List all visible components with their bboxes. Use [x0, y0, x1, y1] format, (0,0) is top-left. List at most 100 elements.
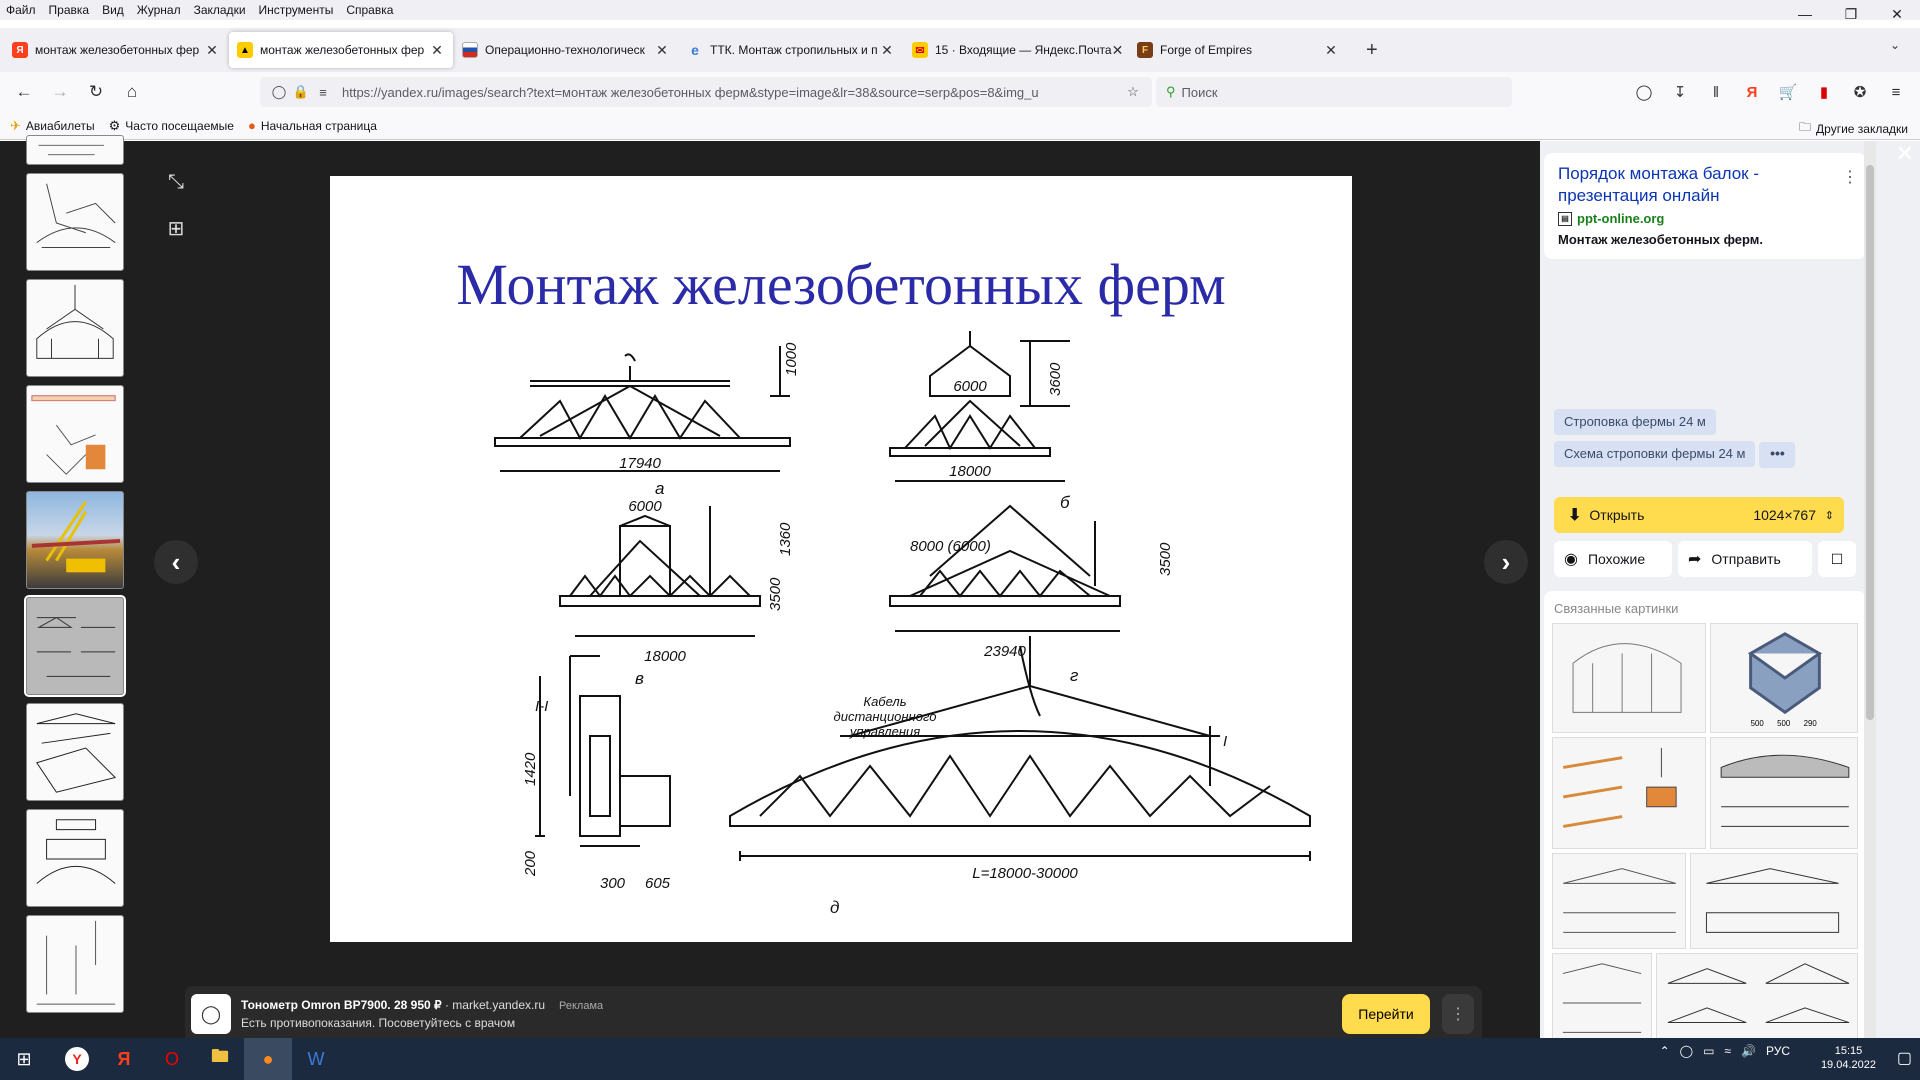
- yandex-ext-icon[interactable]: Я: [1746, 83, 1758, 101]
- menu-file[interactable]: Файл: [6, 3, 36, 17]
- menu-view[interactable]: Вид: [102, 3, 124, 17]
- list-tabs-icon[interactable]: ⌄: [1889, 38, 1900, 52]
- bookmark-star-icon[interactable]: ☆: [1127, 84, 1139, 99]
- tab-ttk[interactable]: e ТТК. Монтаж стропильных и п ✕: [679, 32, 903, 68]
- menu-help[interactable]: Справка: [346, 3, 394, 17]
- tab-forge-of-empires[interactable]: F Forge of Empires ✕: [1129, 32, 1347, 68]
- tab-yandex-search[interactable]: Я монтаж железобетонных фер ✕: [4, 32, 228, 68]
- tag-item[interactable]: Схема строповки фермы 24 м: [1554, 441, 1756, 467]
- tray-up-icon[interactable]: ⌃: [1659, 1044, 1670, 1058]
- lock-icon[interactable]: 🔒: [292, 84, 310, 99]
- thumbnail[interactable]: [26, 703, 124, 801]
- fullscreen-icon[interactable]: ⤡: [168, 170, 184, 193]
- close-tab-icon[interactable]: ✕: [1111, 41, 1124, 58]
- send-button[interactable]: ➦Отправить: [1678, 541, 1812, 577]
- menu-history[interactable]: Журнал: [136, 3, 181, 17]
- related-image[interactable]: [1552, 623, 1706, 733]
- next-image-button[interactable]: ›: [1484, 540, 1528, 584]
- new-tab-icon[interactable]: +: [1366, 38, 1378, 61]
- search-bar[interactable]: ⚲ Поиск: [1156, 77, 1512, 107]
- main-image[interactable]: Монтаж железобетонных ферм: [330, 176, 1352, 942]
- thumbnail-selected[interactable]: [24, 595, 126, 697]
- downloads-icon[interactable]: ↧: [1673, 84, 1687, 101]
- opera-icon[interactable]: O: [164, 1048, 179, 1069]
- wifi-icon[interactable]: ≈: [1724, 1044, 1732, 1058]
- close-tab-icon[interactable]: ✕: [881, 41, 893, 58]
- related-image[interactable]: [1656, 953, 1858, 1049]
- cart-icon[interactable]: 🛒: [1778, 84, 1798, 101]
- tag-item[interactable]: Строповка фермы 24 м: [1554, 409, 1716, 435]
- yandex-browser-icon[interactable]: Y: [54, 1038, 100, 1080]
- reload-icon[interactable]: ↻: [88, 82, 104, 101]
- word-icon[interactable]: W: [307, 1048, 325, 1069]
- tab-yandex-images[interactable]: ▲ монтаж железобетонных фер ✕: [229, 32, 453, 68]
- volume-icon[interactable]: 🔊: [1741, 1044, 1756, 1058]
- firefox-icon[interactable]: ●: [244, 1038, 292, 1080]
- related-image[interactable]: [1710, 737, 1858, 849]
- extension-icon[interactable]: ✪: [1853, 84, 1867, 101]
- shield-icon[interactable]: ◯: [271, 84, 287, 99]
- open-button[interactable]: ⬇ Открыть 1024×767 ⇕: [1554, 497, 1844, 533]
- pocket-icon[interactable]: ◯: [1635, 84, 1653, 101]
- library-icon[interactable]: ‖: [1712, 83, 1720, 101]
- ad-go-button[interactable]: Перейти: [1342, 994, 1430, 1034]
- url-text[interactable]: https://yandex.ru/images/search?text=мон…: [342, 84, 1039, 100]
- source-title[interactable]: Порядок монтажа балок - презентация онла…: [1558, 164, 1759, 205]
- menu-edit[interactable]: Правка: [48, 3, 90, 17]
- yandex-icon[interactable]: Я: [117, 1048, 131, 1069]
- back-icon[interactable]: ←: [15, 82, 33, 101]
- tags-more-button[interactable]: •••: [1759, 442, 1796, 468]
- related-image[interactable]: [1552, 853, 1686, 949]
- thumbnail[interactable]: [26, 915, 124, 1013]
- size-select-arrows-icon[interactable]: ⇕: [1824, 509, 1834, 522]
- thumbnail[interactable]: [26, 809, 124, 907]
- tab-operational[interactable]: Операционно-технологическ ✕: [454, 32, 678, 68]
- url-bar[interactable]: ◯ 🔒 ≡ https://yandex.ru/images/search?te…: [260, 77, 1152, 107]
- scrollbar-thumb[interactable]: [1866, 165, 1874, 720]
- menu-bookmarks[interactable]: Закладки: [193, 3, 246, 17]
- close-tab-icon[interactable]: ✕: [656, 41, 668, 58]
- home-icon[interactable]: ⌂: [126, 82, 138, 101]
- maximize-icon[interactable]: ❐: [1844, 5, 1858, 22]
- close-viewer-icon[interactable]: ✕: [1895, 141, 1914, 166]
- prev-image-button[interactable]: ‹: [154, 540, 198, 584]
- folder-icon[interactable]: 🖿: [211, 1046, 229, 1066]
- battery-icon[interactable]: ▭: [1703, 1044, 1715, 1058]
- bookmark-start-page[interactable]: ●Начальная страница: [248, 118, 377, 133]
- close-tab-icon[interactable]: ✕: [1325, 41, 1337, 58]
- scrollbar[interactable]: [1864, 141, 1876, 1038]
- more-icon[interactable]: ⋮: [1442, 994, 1474, 1034]
- related-image[interactable]: [1552, 953, 1652, 1049]
- source-site[interactable]: ▤ppt-online.org: [1544, 207, 1866, 226]
- other-bookmarks[interactable]: 🗀 Другие закладки: [1799, 118, 1908, 139]
- tray-app-icon[interactable]: ◯: [1679, 1044, 1694, 1058]
- thumbnail-photo[interactable]: [26, 491, 124, 589]
- similar-button[interactable]: ◉Похожие: [1554, 541, 1672, 577]
- related-image[interactable]: [1552, 737, 1706, 849]
- kebab-menu-icon[interactable]: ⋮: [1842, 169, 1858, 186]
- close-tab-icon[interactable]: ✕: [206, 41, 218, 58]
- permissions-icon[interactable]: ≡: [319, 84, 327, 100]
- forward-icon[interactable]: →: [51, 82, 69, 101]
- close-window-icon[interactable]: ✕: [1891, 5, 1903, 22]
- related-image[interactable]: [1690, 853, 1858, 949]
- bookmark-aviabilety[interactable]: ✈Авиабилеты: [10, 118, 95, 134]
- bookmark-button[interactable]: ☐: [1818, 541, 1856, 577]
- thumbnail[interactable]: [26, 173, 124, 271]
- menu-icon[interactable]: ≡: [1891, 83, 1901, 101]
- language-indicator[interactable]: РУС: [1765, 1044, 1790, 1058]
- bookmark-ext-icon[interactable]: ▮: [1819, 84, 1829, 101]
- thumbnail[interactable]: [26, 279, 124, 377]
- clock[interactable]: 15:15 19.04.2022: [1821, 1044, 1876, 1072]
- ad-banner[interactable]: ◯ Тонометр Omron BP7900. 28 950 ₽ · mark…: [185, 986, 1482, 1042]
- notifications-icon[interactable]: ▢: [1896, 1050, 1912, 1067]
- related-image[interactable]: 500 500 290: [1710, 623, 1858, 733]
- menu-tools[interactable]: Инструменты: [258, 3, 334, 17]
- tab-yandex-mail[interactable]: ✉ 15 · Входящие — Яндекс.Почта ✕: [904, 32, 1128, 68]
- windows-start-icon[interactable]: ⊞: [16, 1048, 32, 1069]
- close-tab-icon[interactable]: ✕: [431, 41, 443, 58]
- crop-icon[interactable]: ⊞: [167, 217, 185, 240]
- thumbnail[interactable]: [26, 135, 124, 165]
- thumbnail[interactable]: [26, 385, 124, 483]
- bookmark-most-visited[interactable]: ⚙Часто посещаемые: [109, 118, 234, 134]
